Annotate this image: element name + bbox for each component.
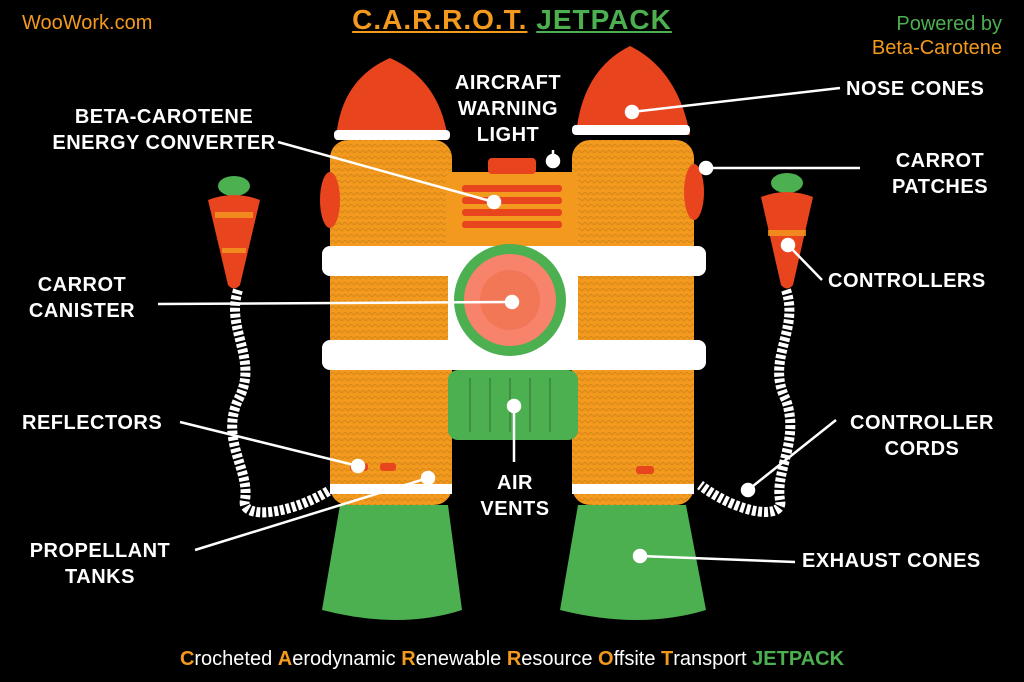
label-carrot-patches: CARROT PATCHES [880,148,1000,200]
left-controller [208,176,260,289]
label-nose-cones: NOSE CONES [846,78,985,100]
label-line: VENTS [480,498,550,520]
label-line: AIR [497,472,533,494]
acronym-letter: R [401,648,416,670]
acronym-letter: O [598,648,614,670]
label-propellant-tanks: PROPELLANT TANKS [20,538,180,590]
left-controller-cord [227,288,333,518]
label-line: LIGHT [476,124,540,146]
title-acronym: C.A.R.R.O.T. [352,4,528,35]
right-exhaust-cone [560,505,706,620]
callout-line-propellant [194,476,429,552]
label-carrot-canister: CARROT CANISTER [20,272,144,324]
label-line: CARROT [37,274,127,296]
powered-by-line2: Beta-Carotene [871,37,1002,59]
acronym-expansion: Crocheted Aerodynamic Renewable Resource… [0,648,1024,671]
label-line: PROPELLANT [29,540,171,562]
label-controllers: CONTROLLERS [828,270,986,292]
acronym-word: ffsite [613,648,656,670]
label-beta-carotene-converter: BETA-CAROTENE ENERGY CONVERTER [44,104,284,156]
label-line: WARNING [457,98,559,120]
label-line: AIRCRAFT [454,72,562,94]
label-line: CARROT [895,150,985,172]
page-title: C.A.R.R.O.T. JETPACK [0,4,1024,36]
aircraft-warning-light [488,158,536,174]
label-line: ENERGY CONVERTER [52,132,276,154]
callout-line-cords [747,419,837,491]
right-reflector [636,466,654,474]
right-controller-cord [697,288,796,517]
label-line: CORDS [884,438,960,460]
powered-by: Powered by Beta-Carotene [872,12,1002,60]
callout-line-controllers [787,244,823,281]
left-exhaust-cone [322,505,462,620]
acronym-word: esource [521,648,593,670]
site-name: WooWork.com [22,12,153,34]
label-aircraft-warning-light: AIRCRAFT WARNING LIGHT [438,70,578,148]
label-line: PATCHES [891,176,989,198]
powered-by-line1: Powered by [896,13,1002,35]
acronym-letter: C [179,648,195,670]
left-carrot-patch [320,172,340,228]
callout-line-beta [277,140,495,204]
acronym-word: ransport [673,648,747,670]
title-jetpack: JETPACK [536,4,672,35]
acronym-word: rocheted [194,648,273,670]
label-controller-cords: CONTROLLER CORDS [840,410,1004,462]
right-nose-cone [576,46,690,135]
left-nose-cone [336,58,448,140]
acronym-word: enewable [415,648,502,670]
acronym-word: erodynamic [292,648,396,670]
label-line: BETA-CAROTENE [74,106,254,128]
label-line: TANKS [65,566,135,588]
acronym-letter: R [506,648,522,670]
acronym-jetpack: JETPACK [752,648,845,670]
callout-line-nose [631,86,841,114]
label-exhaust-cones: EXHAUST CONES [802,550,981,572]
label-air-vents: AIR VENTS [470,470,560,522]
callout-line-canister [157,300,513,306]
right-carrot-patch [684,164,704,220]
right-controller [761,173,813,289]
callout-line-reflectors [179,420,359,468]
acronym-letter: A [277,648,293,670]
label-line: CONTROLLER [850,412,994,434]
label-line: CANISTER [28,300,136,322]
acronym-letter: T [661,648,674,670]
callout-line-exhaust [639,554,796,564]
label-reflectors: REFLECTORS [22,412,163,434]
